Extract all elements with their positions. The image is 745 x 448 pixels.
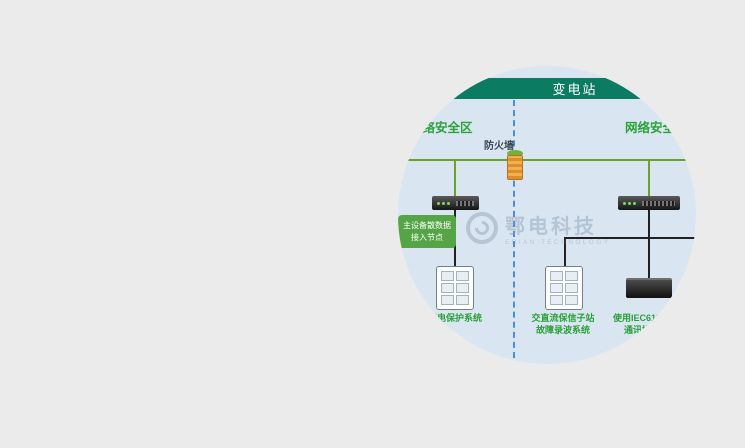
switch-vent bbox=[642, 200, 675, 206]
device-label-left-text: 继电保护系统 bbox=[427, 313, 482, 323]
led-icon bbox=[447, 201, 450, 205]
wire-horizontal-bus bbox=[564, 237, 696, 239]
relay-cell bbox=[441, 283, 454, 293]
device-label-center-line2: 故障录波系统 bbox=[535, 325, 590, 335]
access-node-line2: 接入节点 bbox=[411, 232, 443, 242]
relay-cell bbox=[565, 283, 578, 293]
relay-cell bbox=[550, 271, 563, 281]
watermark-cn: 鄂电科技 bbox=[505, 216, 597, 238]
device-label-center-line1: 交直流保信子站 bbox=[531, 313, 595, 323]
relay-cell bbox=[456, 295, 469, 305]
led-icon bbox=[442, 201, 445, 205]
green-stub-left bbox=[454, 159, 456, 198]
firewall-label: 防火墙 bbox=[484, 141, 514, 152]
wire-bus-to-center-relay bbox=[564, 237, 566, 266]
security-boundary-dashed-line bbox=[513, 100, 515, 358]
device-label-right-line2: 通讯协议 bbox=[623, 325, 660, 335]
relay-cell bbox=[565, 295, 578, 305]
network-switch-right-icon bbox=[618, 196, 680, 210]
wire-right-switch-down bbox=[648, 210, 650, 238]
diagram-header-bar: 变电站 bbox=[398, 78, 696, 99]
relay-cell bbox=[550, 283, 563, 293]
device-label-center: 交直流保信子站 故障录波系统 bbox=[493, 312, 633, 336]
access-node-line1: 主设备散数据 bbox=[403, 220, 451, 230]
switch-vent bbox=[456, 200, 474, 206]
watermark: 鄂电科技 EDIAN TECHNOLOGY bbox=[466, 210, 610, 246]
led-icon bbox=[633, 201, 636, 205]
firewall-icon bbox=[507, 150, 523, 182]
led-icon bbox=[437, 201, 440, 205]
relay-cell bbox=[565, 271, 578, 281]
watermark-text: 鄂电科技 EDIAN TECHNOLOGY bbox=[505, 210, 610, 246]
gateway-device-icon bbox=[626, 278, 672, 298]
relay-cell bbox=[550, 295, 563, 305]
led-icon bbox=[628, 201, 631, 205]
green-trunk-line bbox=[398, 159, 696, 161]
led-icon bbox=[623, 201, 626, 205]
diagram-circle: 变电站 网络安全区 网络安全区 防火墙 bbox=[398, 66, 696, 364]
device-label-right: 使用IEC61850 通讯协议 bbox=[572, 312, 696, 336]
wire-bus-to-gateway bbox=[648, 237, 650, 278]
relay-cell bbox=[456, 283, 469, 293]
relay-cell bbox=[441, 295, 454, 305]
relay-cell bbox=[441, 271, 454, 281]
network-switch-left-icon bbox=[432, 196, 479, 210]
protection-relay-center-icon bbox=[545, 266, 583, 310]
access-node-callout: 主设备散数据 接入节点 bbox=[398, 215, 456, 248]
firewall-cap bbox=[507, 150, 523, 157]
protection-relay-left-icon bbox=[436, 266, 474, 310]
zone-label-right: 网络安全区 bbox=[625, 121, 688, 135]
header-title: 变电站 bbox=[552, 82, 598, 97]
watermark-logo-icon bbox=[466, 212, 498, 244]
watermark-en: EDIAN TECHNOLOGY bbox=[505, 239, 611, 246]
relay-cell bbox=[456, 271, 469, 281]
zone-label-left: 网络安全区 bbox=[410, 121, 473, 135]
firewall-body bbox=[507, 155, 523, 180]
device-label-right-line1: 使用IEC61850 bbox=[612, 313, 672, 323]
device-label-left: 继电保护系统 bbox=[398, 312, 525, 324]
green-stub-right bbox=[648, 159, 650, 198]
